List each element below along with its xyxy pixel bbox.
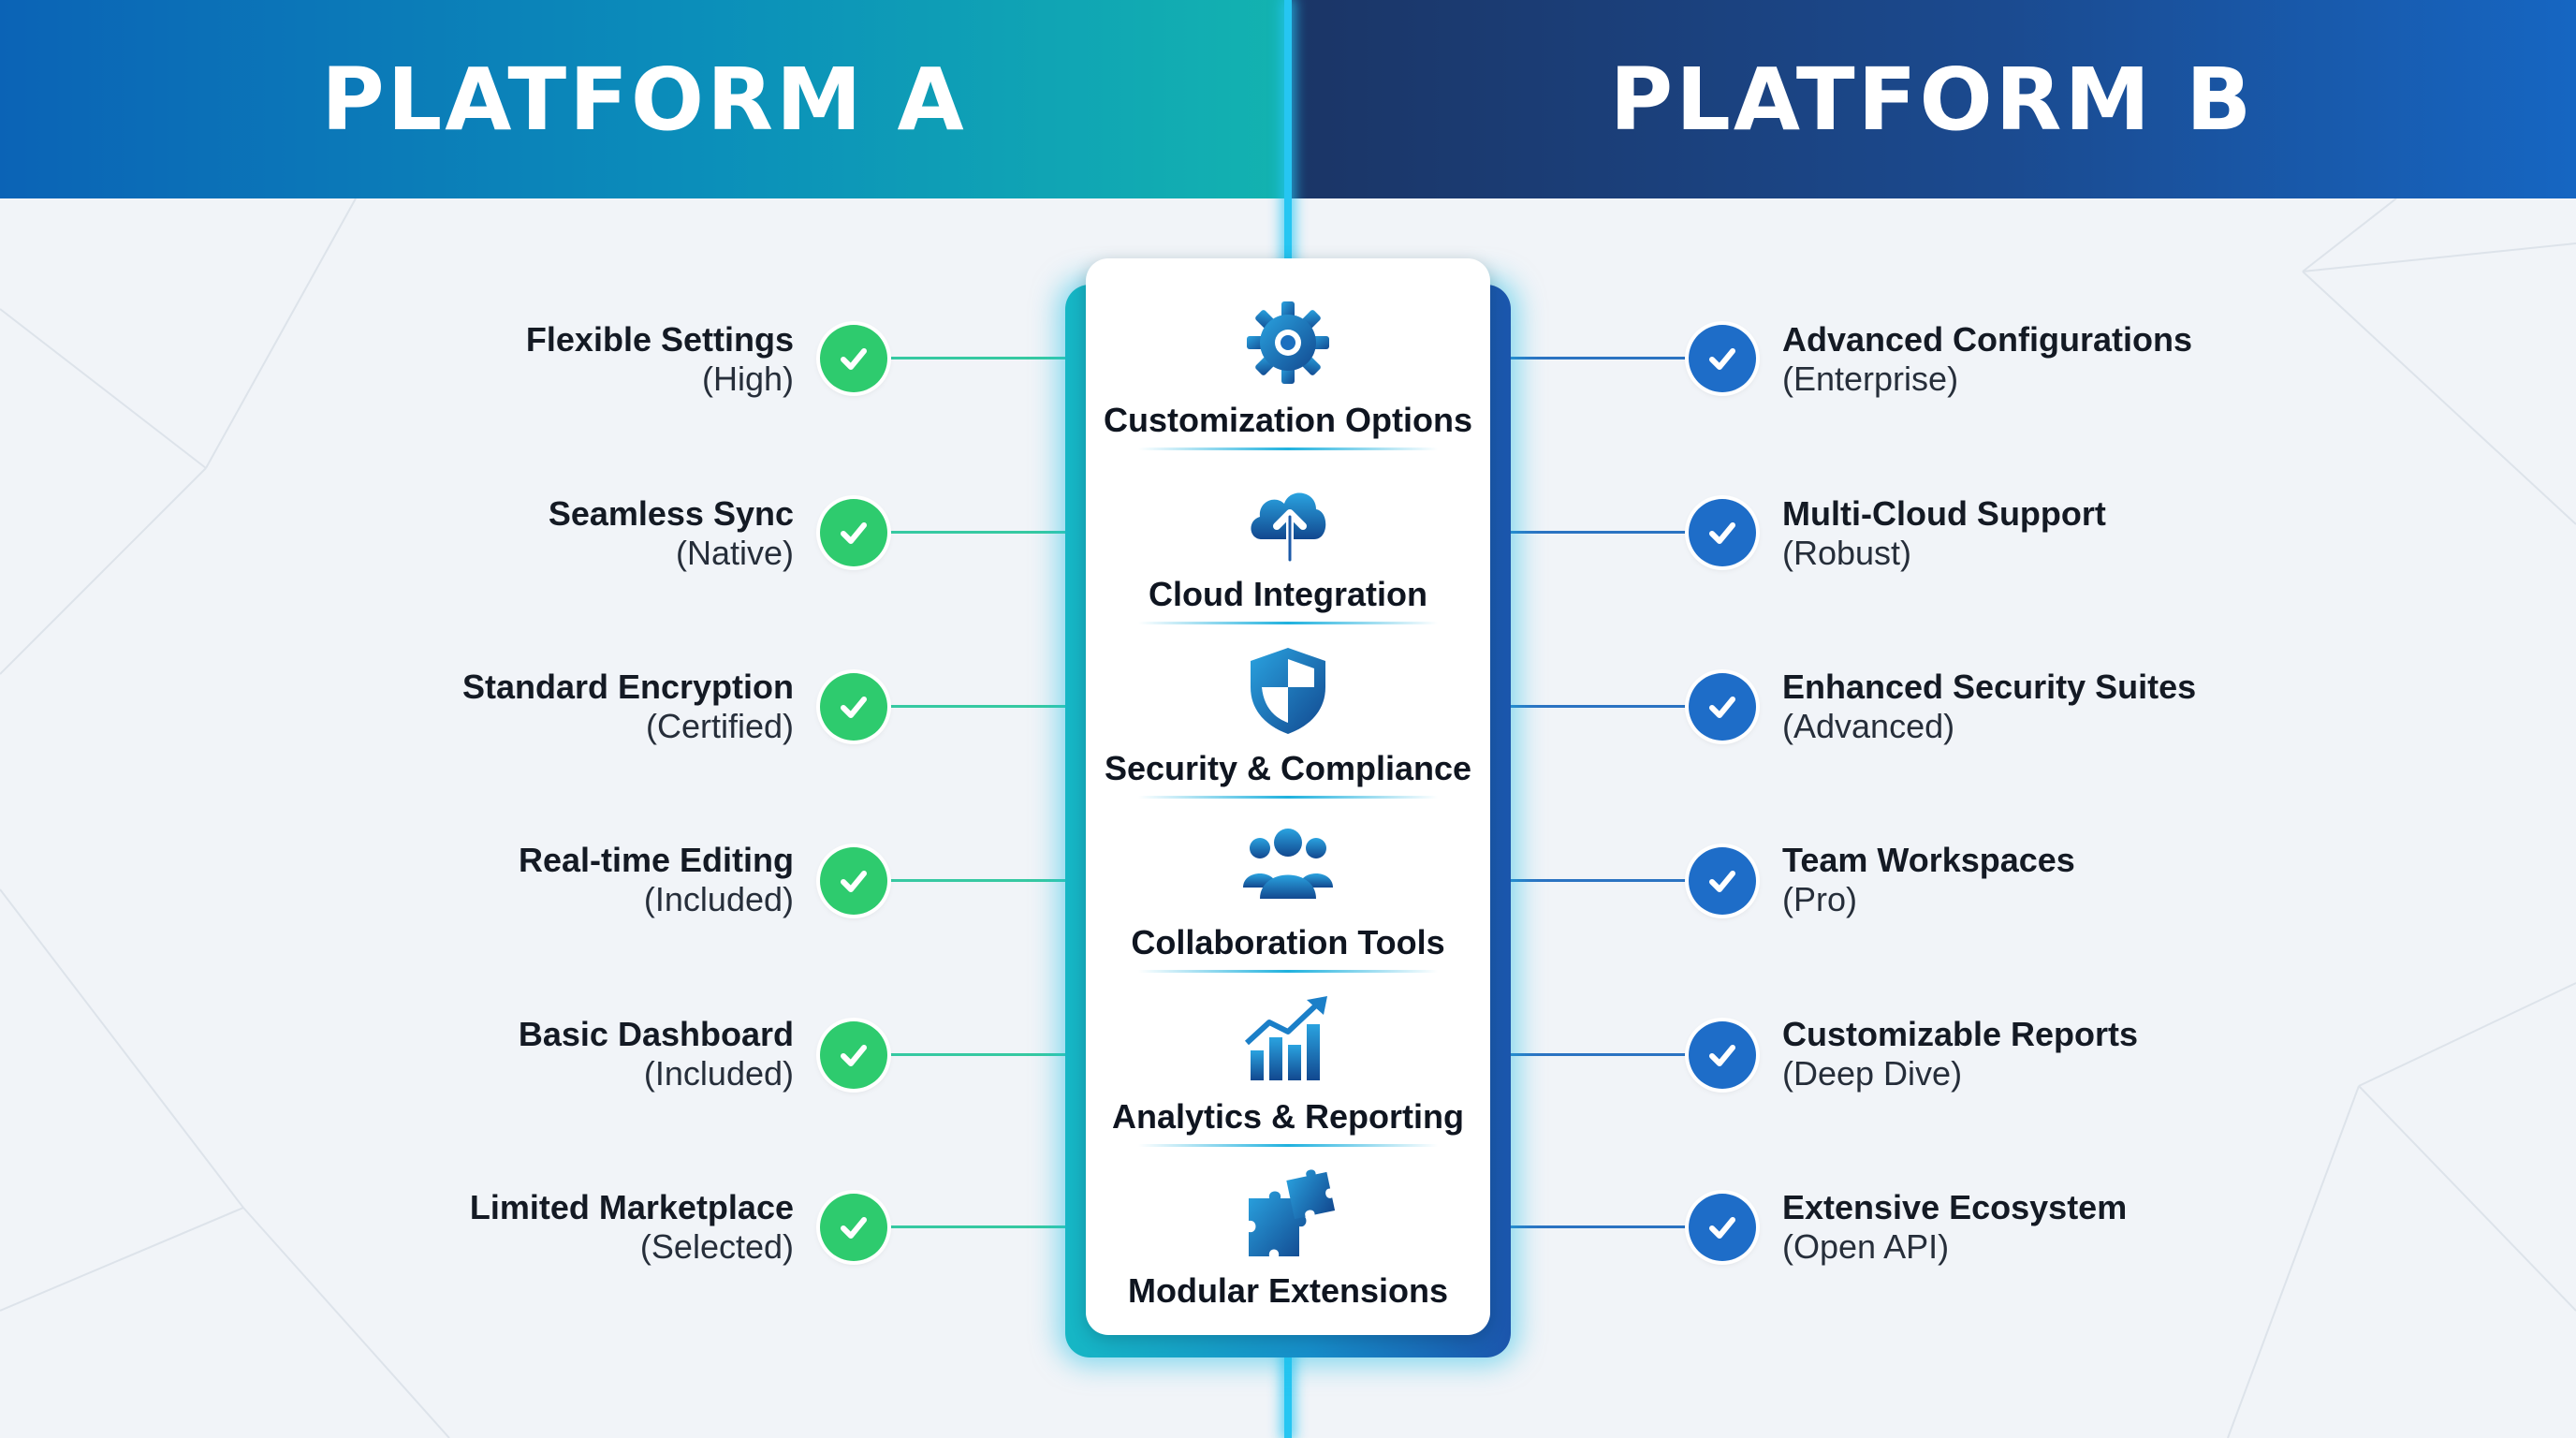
platform-b-title: PLATFORM B xyxy=(1609,49,2255,150)
puzzle-icon xyxy=(1249,1169,1335,1256)
cloud-upload-icon xyxy=(1251,492,1326,564)
category-collaboration: Collaboration Tools xyxy=(1086,800,1490,974)
feature-detail: (Certified) xyxy=(645,707,794,745)
platform-b-feature: Customizable Reports (Deep Dive) xyxy=(1782,1015,2494,1093)
team-icon xyxy=(1243,829,1333,899)
gear-icon xyxy=(1247,301,1329,384)
connector-line-b-2 xyxy=(1509,531,1696,534)
feature-detail: (High) xyxy=(701,360,794,398)
connector-line-b-3 xyxy=(1509,705,1696,708)
category-security: Security & Compliance xyxy=(1086,625,1490,800)
connector-line-a-6 xyxy=(880,1225,1067,1228)
check-icon xyxy=(1689,847,1756,915)
feature-name: Extensive Ecosystem xyxy=(1782,1188,2128,1226)
platform-b-feature: Extensive Ecosystem (Open API) xyxy=(1782,1188,2494,1267)
feature-name: Real-time Editing xyxy=(518,841,794,879)
connector-line-a-5 xyxy=(880,1053,1067,1056)
category-label: Customization Options xyxy=(1104,401,1472,439)
feature-name: Limited Marketplace xyxy=(469,1188,794,1226)
category-label: Analytics & Reporting xyxy=(1111,1097,1465,1136)
connector-line-b-1 xyxy=(1509,357,1696,360)
bar-chart-icon xyxy=(1244,996,1327,1080)
feature-detail: (Selected) xyxy=(639,1227,794,1266)
feature-name: Basic Dashboard xyxy=(518,1015,794,1053)
category-divider xyxy=(1138,970,1438,973)
category-divider xyxy=(1138,796,1438,799)
connector-line-b-4 xyxy=(1509,879,1696,882)
feature-name: Seamless Sync xyxy=(548,494,794,533)
platform-a-feature: Basic Dashboard (Included) xyxy=(82,1015,794,1093)
connector-line-a-2 xyxy=(880,531,1067,534)
feature-detail: (Included) xyxy=(643,1054,794,1093)
feature-name: Standard Encryption xyxy=(461,668,794,706)
category-divider xyxy=(1138,1144,1438,1147)
check-icon xyxy=(1689,325,1756,392)
platform-a-title: PLATFORM A xyxy=(321,49,967,150)
category-extensions: Modular Extensions xyxy=(1086,1148,1490,1322)
feature-detail: (Pro) xyxy=(1782,880,1857,918)
feature-detail: (Open API) xyxy=(1782,1227,1950,1266)
check-icon xyxy=(1689,499,1756,566)
shield-icon xyxy=(1251,648,1325,734)
platform-b-header: PLATFORM B xyxy=(1288,0,2576,198)
feature-name: Advanced Configurations xyxy=(1782,320,2193,359)
feature-name: Team Workspaces xyxy=(1782,841,2075,879)
check-icon xyxy=(820,847,887,915)
feature-name: Enhanced Security Suites xyxy=(1782,668,2197,706)
feature-detail: (Advanced) xyxy=(1782,707,1955,745)
platform-b-feature: Multi-Cloud Support (Robust) xyxy=(1782,494,2494,573)
platform-b-feature: Advanced Configurations (Enterprise) xyxy=(1782,320,2494,399)
check-icon xyxy=(820,325,887,392)
platform-a-feature: Flexible Settings (High) xyxy=(82,320,794,399)
category-label: Modular Extensions xyxy=(1127,1271,1449,1310)
feature-detail: (Robust) xyxy=(1782,534,1912,572)
check-icon xyxy=(820,1194,887,1261)
check-icon xyxy=(820,499,887,566)
check-icon xyxy=(820,1021,887,1089)
platform-b-feature: Enhanced Security Suites (Advanced) xyxy=(1782,668,2494,746)
check-icon xyxy=(1689,673,1756,741)
category-label: Collaboration Tools xyxy=(1131,923,1445,961)
feature-detail: (Enterprise) xyxy=(1782,360,1959,398)
connector-line-b-5 xyxy=(1509,1053,1696,1056)
platform-a-header: PLATFORM A xyxy=(0,0,1288,198)
platform-a-feature: Limited Marketplace (Selected) xyxy=(82,1188,794,1267)
feature-name: Flexible Settings xyxy=(525,320,794,359)
category-label: Security & Compliance xyxy=(1104,749,1472,787)
check-icon xyxy=(820,673,887,741)
category-customization: Customization Options xyxy=(1086,277,1490,451)
category-cloud: Cloud Integration xyxy=(1086,451,1490,625)
connector-line-a-4 xyxy=(880,879,1067,882)
feature-name: Multi-Cloud Support xyxy=(1782,494,2106,533)
category-analytics: Analytics & Reporting xyxy=(1086,974,1490,1148)
platform-a-feature: Seamless Sync (Native) xyxy=(82,494,794,573)
check-icon xyxy=(1689,1021,1756,1089)
category-label: Cloud Integration xyxy=(1149,575,1427,613)
connector-line-a-1 xyxy=(880,357,1067,360)
platform-b-feature: Team Workspaces (Pro) xyxy=(1782,841,2494,919)
category-panel: Customization Options Cloud Integration xyxy=(1086,258,1490,1335)
feature-name: Customizable Reports xyxy=(1782,1015,2139,1053)
category-divider xyxy=(1138,622,1438,624)
platform-a-feature: Standard Encryption (Certified) xyxy=(82,668,794,746)
feature-detail: (Deep Dive) xyxy=(1782,1054,1963,1093)
feature-detail: (Native) xyxy=(675,534,794,572)
connector-line-b-6 xyxy=(1509,1225,1696,1228)
connector-line-a-3 xyxy=(880,705,1067,708)
platform-a-feature: Real-time Editing (Included) xyxy=(82,841,794,919)
check-icon xyxy=(1689,1194,1756,1261)
feature-detail: (Included) xyxy=(643,880,794,918)
category-divider xyxy=(1138,448,1438,450)
